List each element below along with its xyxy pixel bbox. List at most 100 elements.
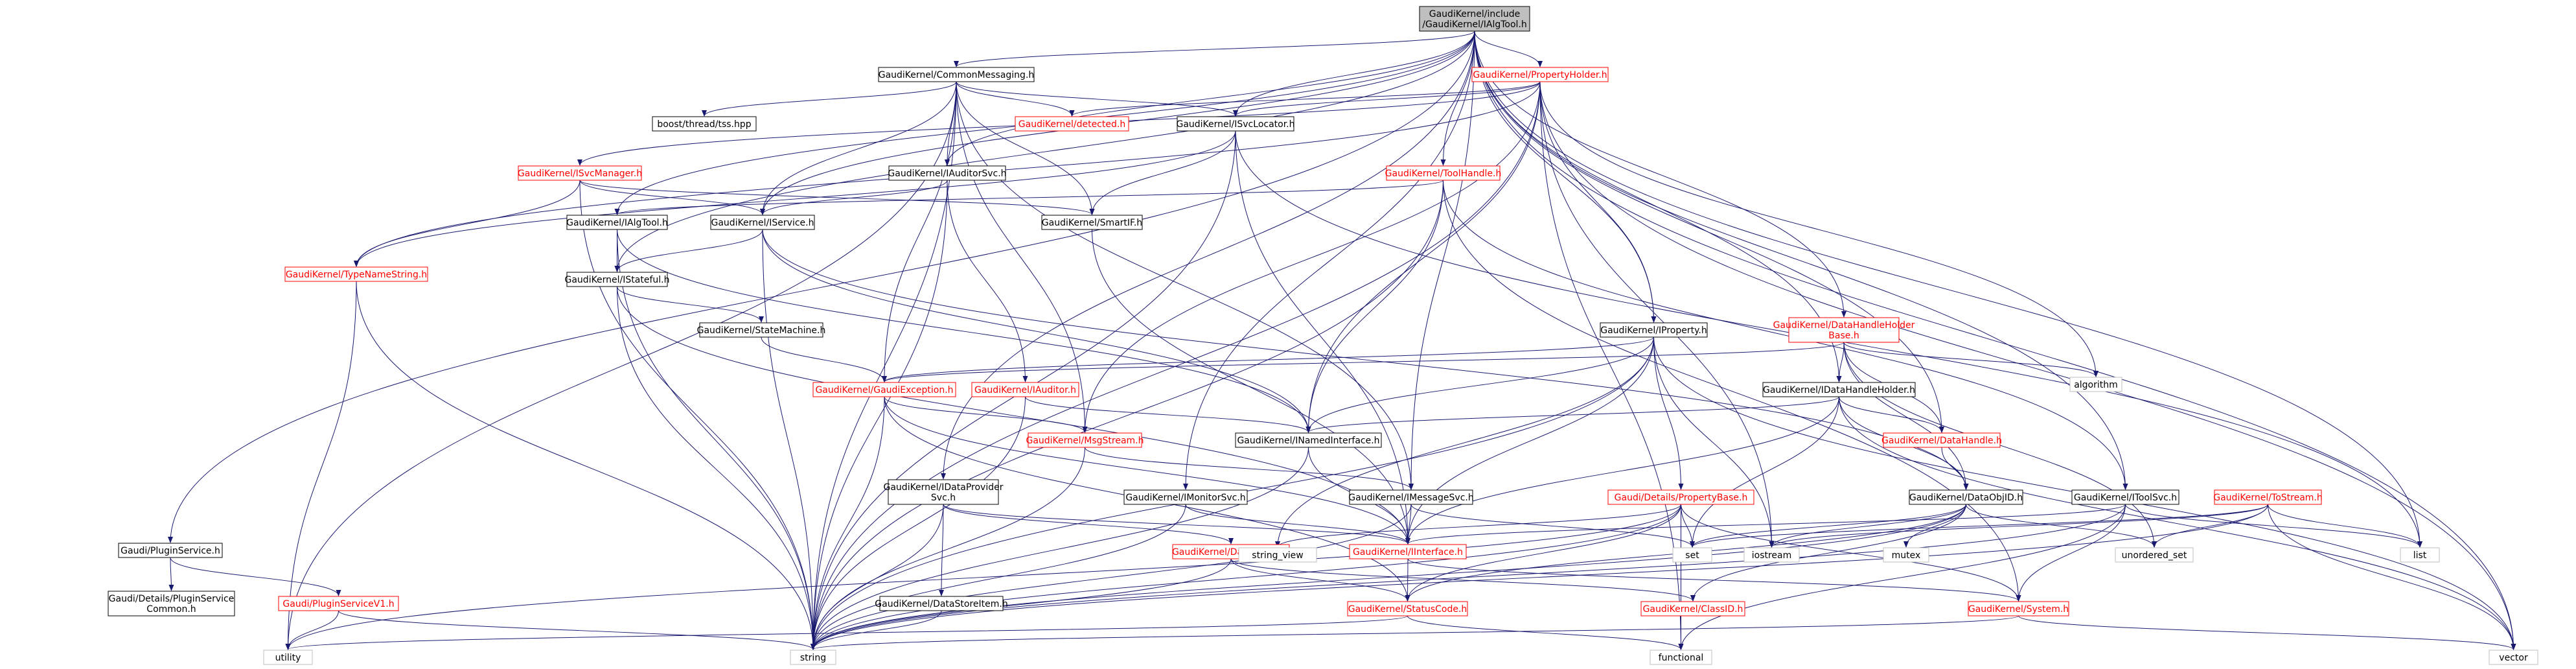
node-root[interactable]: GaudiKernel/include/GaudiKernel/IAlgTool…: [1419, 6, 1530, 32]
node-statuscode[interactable]: GaudiKernel/StatusCode.h: [1347, 601, 1468, 616]
edge-propholder-to-functional: [1539, 81, 1684, 650]
edge-dhholderbase-to-idhholder: [1836, 342, 1845, 382]
node-label: GaudiKernel/IAlgTool.h: [566, 218, 668, 228]
node-imessagesvc[interactable]: GaudiKernel/IMessageSvc.h: [1348, 489, 1474, 505]
node-datastoreitem[interactable]: GaudiKernel/DataStoreItem.h: [875, 596, 1008, 611]
node-isvclocator[interactable]: GaudiKernel/ISvcLocator.h: [1176, 116, 1295, 132]
node-utility: utility: [263, 650, 313, 665]
node-label: string_view: [1252, 550, 1303, 561]
node-list: list: [2400, 547, 2440, 563]
node-label: GaudiKernel/INamedInterface.h: [1237, 436, 1379, 446]
node-ialgtool[interactable]: GaudiKernel/IAlgTool.h: [566, 215, 668, 230]
node-label: Gaudi/Details/PluginService: [109, 594, 235, 604]
edge-idhholder-to-inamedinterface: [1305, 396, 1839, 433]
edge-propholder-to-string: [811, 81, 1541, 650]
node-box: [710, 215, 815, 230]
node-algorithm: algorithm: [2069, 377, 2122, 392]
node-statemachine[interactable]: GaudiKernel/StateMachine.h: [697, 322, 826, 338]
node-gaudiexception[interactable]: GaudiKernel/GaudiException.h: [812, 382, 956, 397]
node-label: GaudiKernel/include: [1429, 9, 1521, 19]
node-iinterface[interactable]: GaudiKernel/IInterface.h: [1349, 544, 1467, 559]
node-label: GaudiKernel/ToStream.h: [2213, 493, 2323, 503]
edge-root-to-list: [1474, 30, 2422, 548]
node-commonmsg[interactable]: GaudiKernel/CommonMessaging.h: [878, 67, 1035, 82]
edge-root-to-datahandle: [1474, 30, 1944, 433]
edge-propholder-to-iostream: [1539, 81, 1775, 548]
node-classid[interactable]: GaudiKernel/ClassID.h: [1640, 601, 1745, 616]
node-propbase[interactable]: Gaudi/Details/PropertyBase.h: [1607, 489, 1754, 505]
edge-propbase-to-string: [811, 504, 1681, 650]
node-itoolsvc[interactable]: GaudiKernel/IToolSvc.h: [2071, 489, 2179, 505]
edge-root-to-itoolsvc: [1474, 30, 2128, 490]
edge-pluginservice-to-psv1: [170, 557, 341, 596]
node-iauditor[interactable]: GaudiKernel/IAuditor.h: [971, 382, 1079, 397]
edge-root-to-idataprovider: [941, 30, 1475, 480]
node-pluginservice[interactable]: Gaudi/PluginService.h: [118, 543, 223, 558]
node-box: [1968, 601, 2069, 616]
node-box: [888, 479, 999, 505]
node-istateful[interactable]: GaudiKernel/IStateful.h: [565, 272, 670, 287]
node-box: [1235, 432, 1382, 448]
node-label: Gaudi/PluginService.h: [121, 546, 220, 556]
edge-commonmsg-to-string: [811, 81, 957, 650]
node-system[interactable]: GaudiKernel/System.h: [1968, 601, 2069, 616]
node-label: string: [800, 653, 826, 663]
node-label: GaudiKernel/CommonMessaging.h: [879, 70, 1035, 80]
node-iproperty[interactable]: GaudiKernel/IProperty.h: [1600, 322, 1708, 338]
node-box: [879, 596, 1004, 611]
edge-iauditorsvc-to-iservice: [760, 180, 948, 215]
node-datahandle[interactable]: GaudiKernel/DataHandle.h: [1881, 432, 2002, 448]
edge-root-to-commonmsg: [954, 30, 1475, 67]
node-imonitorsvc[interactable]: GaudiKernel/IMonitorSvc.h: [1123, 489, 1248, 505]
node-boostthread[interactable]: boost/thread/tss.hpp: [652, 116, 757, 132]
node-idhholder[interactable]: GaudiKernel/IDataHandleHolder.h: [1762, 382, 1916, 397]
node-toolhandle[interactable]: GaudiKernel/ToolHandle.h: [1385, 165, 1502, 181]
node-label: GaudiKernel/IAuditorSvc.h: [888, 169, 1006, 179]
node-dataobjid[interactable]: GaudiKernel/DataObjID.h: [1909, 489, 2023, 505]
edge-propholder-to-vector: [1539, 81, 2516, 650]
node-label: GaudiKernel/IMonitorSvc.h: [1125, 493, 1245, 503]
edge-commonmsg-to-boostthread: [702, 81, 957, 117]
edge-itoolsvc-to-iinterface: [1405, 504, 2126, 545]
node-detected[interactable]: GaudiKernel/detected.h: [1015, 116, 1129, 132]
edge-imessagesvc-to-set: [1410, 504, 1695, 548]
node-inamedinterface[interactable]: GaudiKernel/INamedInterface.h: [1235, 432, 1382, 448]
node-smartif[interactable]: GaudiKernel/SmartIF.h: [1041, 215, 1143, 230]
node-iauditorsvc[interactable]: GaudiKernel/IAuditorSvc.h: [888, 165, 1007, 181]
edge-propholder-to-algorithm: [1539, 81, 2099, 377]
edge-root-to-istateful: [614, 30, 1475, 272]
edge-dhholderbase-to-algorithm: [1843, 342, 2099, 377]
node-msgstream[interactable]: GaudiKernel/MsgStream.h: [1026, 432, 1144, 448]
node-propholder[interactable]: GaudiKernel/PropertyHolder.h: [1471, 67, 1609, 82]
edge-idhholder-to-vector: [1839, 396, 2516, 650]
node-iservice[interactable]: GaudiKernel/IService.h: [710, 215, 815, 230]
node-label: list: [2413, 550, 2427, 561]
edge-msgstream-to-string: [811, 447, 1085, 650]
node-label: Base.h: [1828, 331, 1859, 341]
node-label: algorithm: [2074, 380, 2118, 390]
edge-idataprovider-to-iinterface: [943, 504, 1410, 545]
edge-dataobjid-to-set: [1690, 504, 1966, 548]
edge-dataobject-to-statuscode: [1230, 558, 1410, 602]
node-typenamestring[interactable]: GaudiKernel/TypeNameString.h: [284, 266, 428, 282]
node-box: [1419, 6, 1530, 32]
node-psv1[interactable]: Gaudi/PluginServiceV1.h: [278, 596, 399, 611]
edge-iinterface-to-system: [1407, 558, 2021, 602]
node-box: [1762, 382, 1916, 397]
node-label: GaudiKernel/StateMachine.h: [697, 325, 826, 336]
edge-iproperty-to-gaudiexception: [882, 336, 1654, 382]
node-tostream[interactable]: GaudiKernel/ToStream.h: [2213, 489, 2323, 505]
node-box: [1349, 489, 1473, 505]
edge-idhholder-to-datahandle: [1839, 396, 1944, 433]
edge-datahandle-to-dataobjid: [1941, 447, 1969, 490]
node-box: [1650, 650, 1712, 665]
edge-pluginservice-to-psc: [168, 557, 174, 591]
edge-propholder-to-iproperty: [1539, 81, 1657, 323]
edge-typenamestring-to-utility: [285, 281, 357, 650]
edge-isvcmanager-to-smartif: [579, 180, 1095, 215]
edge-itoolsvc-to-functional: [1678, 504, 2126, 650]
node-isvcmanager[interactable]: GaudiKernel/ISvcManager.h: [518, 165, 642, 181]
